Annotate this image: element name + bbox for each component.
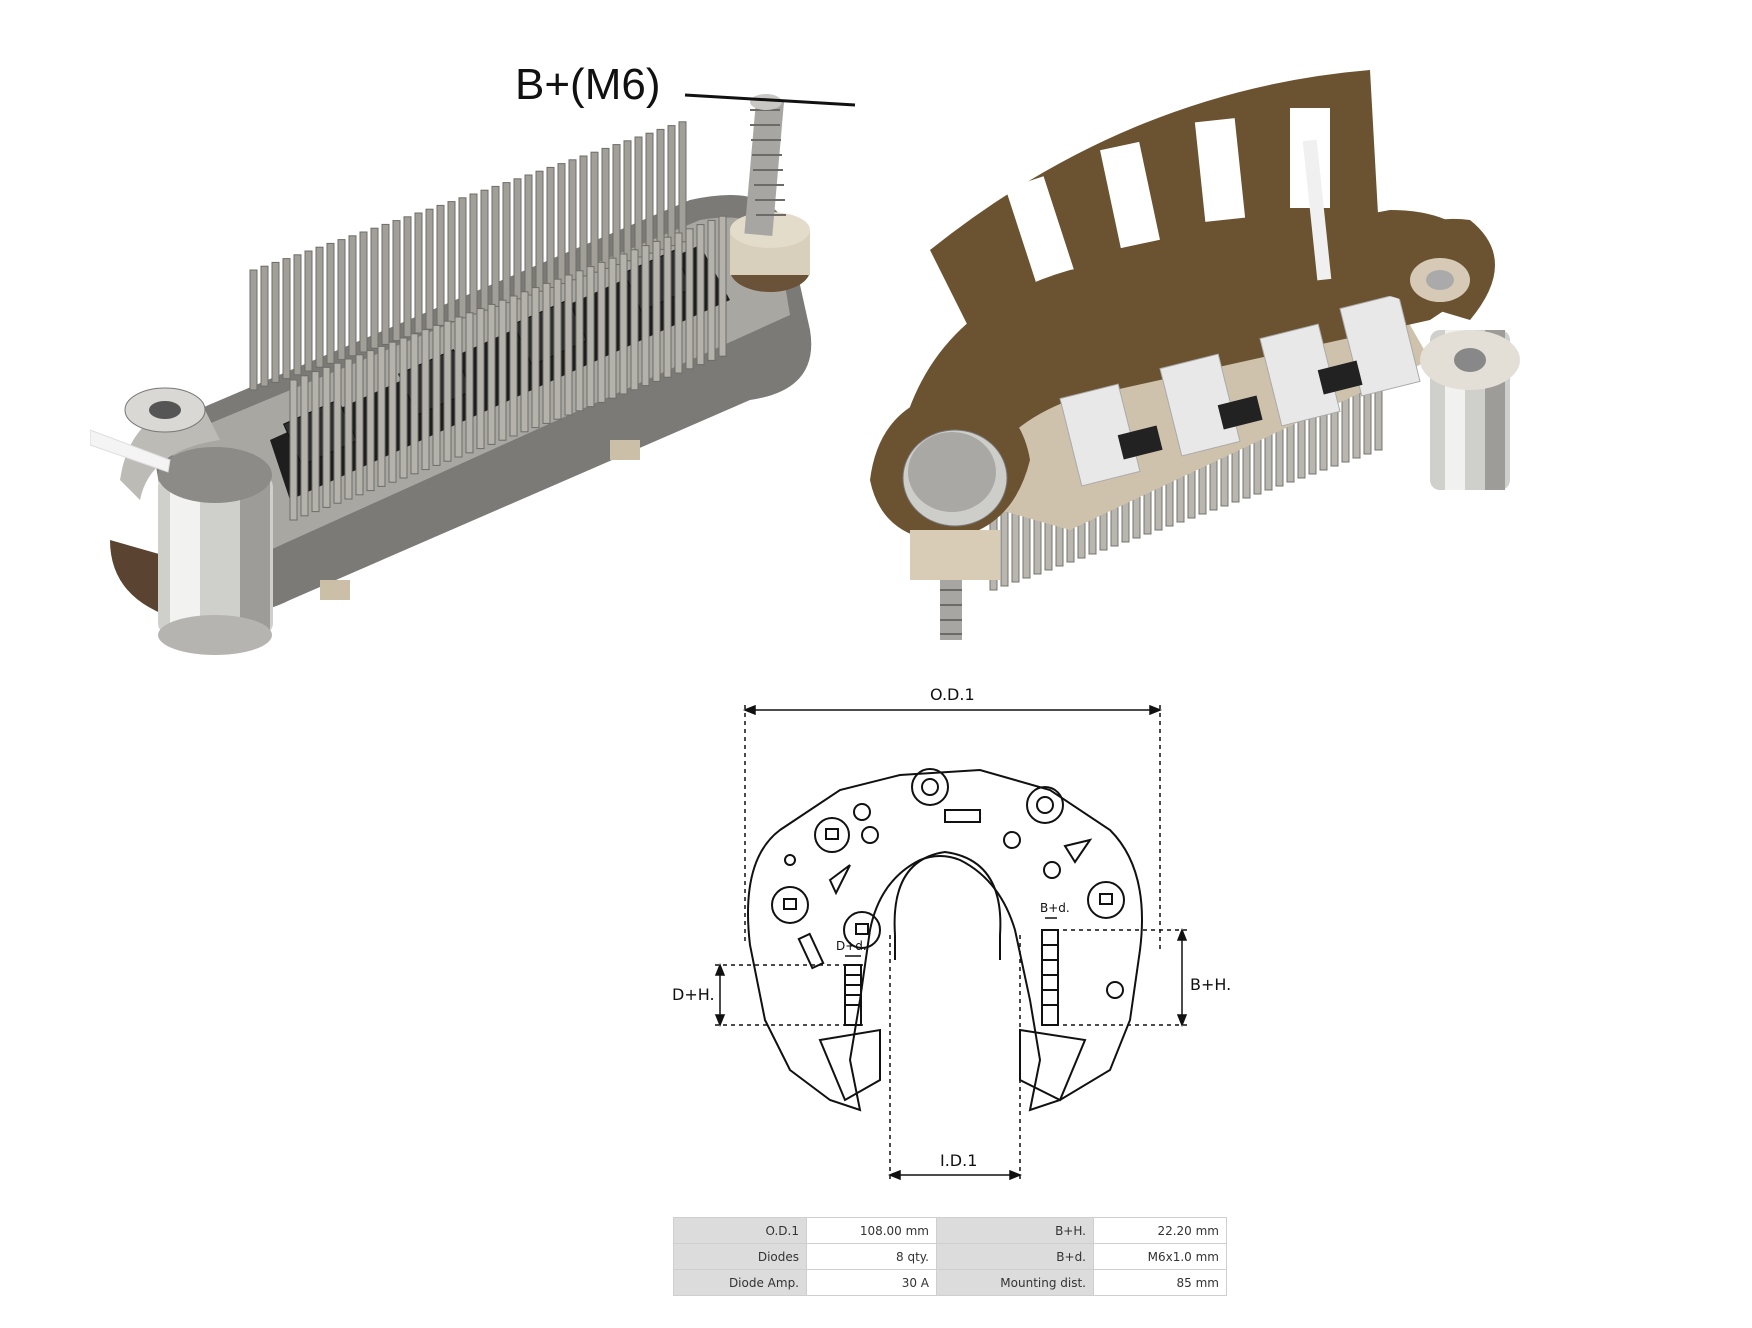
fin <box>399 337 408 479</box>
spec-key: Mounting dist. <box>936 1269 1094 1296</box>
fin <box>300 375 309 517</box>
fin <box>366 350 375 492</box>
fin <box>465 312 474 454</box>
spec-key: O.D.1 <box>673 1217 807 1244</box>
fin <box>403 216 412 338</box>
fin <box>542 282 551 424</box>
fin <box>282 258 291 380</box>
fin <box>333 362 342 504</box>
fin <box>414 212 423 334</box>
bd-label: B+d. <box>1040 901 1070 915</box>
fin <box>564 274 573 416</box>
fin <box>289 379 298 521</box>
fin <box>359 231 368 353</box>
od-label: O.D.1 <box>930 685 975 704</box>
spec-value: 8 qty. <box>806 1243 937 1270</box>
fin <box>326 242 335 364</box>
fin <box>315 246 324 368</box>
rectifier-outline <box>747 768 1143 1112</box>
fin <box>652 240 661 382</box>
fin <box>608 257 617 399</box>
fin <box>322 366 331 508</box>
fin <box>249 269 258 391</box>
fin <box>370 227 379 349</box>
fin <box>293 254 302 376</box>
fin <box>685 228 694 370</box>
fin <box>454 316 463 458</box>
fin <box>509 295 518 437</box>
fin <box>421 329 430 471</box>
fin <box>443 320 452 462</box>
fin <box>707 219 716 361</box>
fin <box>498 299 507 441</box>
rectifier-photo-left <box>90 94 812 655</box>
fin <box>388 341 397 483</box>
fin <box>381 223 390 345</box>
spec-key: B+d. <box>936 1243 1094 1270</box>
fin <box>674 232 683 374</box>
b-plus-callout-label: B+(M6) <box>515 60 661 109</box>
fin <box>619 253 628 395</box>
fin <box>311 371 320 513</box>
dd-label: D+d. <box>836 939 867 953</box>
fin <box>344 358 353 500</box>
fin <box>696 224 705 366</box>
fin <box>586 266 595 408</box>
fin <box>663 236 672 378</box>
fin <box>348 235 357 357</box>
spec-value: 22.20 mm <box>1093 1217 1227 1244</box>
rectifier-photo-right <box>870 70 1520 640</box>
b-plus-socket <box>1302 139 1495 320</box>
fin <box>718 215 727 357</box>
spec-value: 108.00 mm <box>806 1217 937 1244</box>
fin <box>520 291 529 433</box>
fin <box>304 250 313 372</box>
id-label: I.D.1 <box>940 1151 977 1170</box>
fin <box>597 261 606 403</box>
fin <box>531 287 540 429</box>
b-plus-cap <box>870 390 1030 640</box>
spec-value: 30 A <box>806 1269 937 1296</box>
fin <box>392 220 401 342</box>
spec-value: M6x1.0 mm <box>1093 1243 1227 1270</box>
b-plus-stud <box>730 94 810 292</box>
spec-key: Diode Amp. <box>673 1269 807 1296</box>
fin <box>630 249 639 391</box>
ac-terminal-cylinder <box>110 387 273 655</box>
fin <box>260 265 269 387</box>
fin <box>476 308 485 450</box>
fin <box>553 278 562 420</box>
dh-label: D+H. <box>672 985 715 1004</box>
fin <box>641 245 650 387</box>
fin <box>377 345 386 487</box>
fin <box>487 303 496 445</box>
fin <box>410 333 419 475</box>
fin <box>432 324 441 466</box>
heat-sink-front-fins <box>289 215 727 521</box>
fin <box>575 270 584 412</box>
spec-value: 85 mm <box>1093 1269 1227 1296</box>
fin <box>271 261 280 383</box>
ac-terminal-cylinder <box>1420 330 1520 490</box>
spec-key: B+H. <box>936 1217 1094 1244</box>
fin <box>337 239 346 361</box>
spec-key: Diodes <box>673 1243 807 1270</box>
bh-label: B+H. <box>1190 975 1231 994</box>
fin <box>355 354 364 496</box>
dimension-drawing: O.D.1 I.D.1 D+H. B+H. D+d. B+d. <box>672 685 1231 1181</box>
heat-sink-back-fins <box>249 121 687 391</box>
